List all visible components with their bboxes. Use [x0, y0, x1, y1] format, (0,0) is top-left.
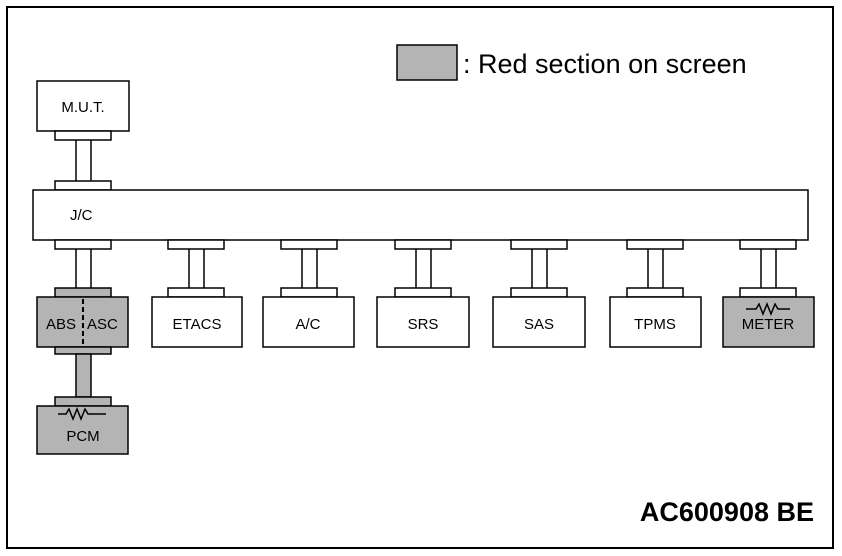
pcm-resistor-icon: [58, 406, 106, 422]
abs-bottom-connector: [54, 346, 112, 355]
tpms-label: TPMS: [634, 316, 676, 333]
abs-top-connector: [54, 287, 112, 298]
meter-top-connector: [739, 287, 797, 298]
tpms-top-connector: [626, 287, 684, 298]
outer-frame: [6, 6, 834, 549]
srs-label: SRS: [408, 316, 439, 333]
srs-box: [376, 296, 470, 348]
mut-label: M.U.T.: [61, 99, 104, 116]
legend-swatch: [396, 44, 458, 81]
sas-top-connector: [510, 287, 568, 298]
legend-text: : Red section on screen: [463, 49, 747, 79]
asc-label: ASC: [87, 316, 118, 333]
pcm-label: PCM: [66, 428, 99, 445]
tpms-box: [609, 296, 702, 348]
etacs-box: [151, 296, 243, 348]
jc-bar: [32, 189, 809, 241]
jc-label: J/C: [70, 207, 93, 224]
mut-box: [36, 80, 130, 132]
abs-pcm-wire: [75, 353, 92, 398]
meter-box: [722, 296, 815, 348]
srs-top-connector: [394, 287, 452, 298]
mut-connector: [54, 130, 112, 141]
ac-box: [262, 296, 355, 348]
jc-connector-srs: [394, 239, 452, 250]
figure-id: AC600908 BE: [640, 497, 814, 527]
jc-connector-ac: [280, 239, 338, 250]
meter-resistor-icon: [746, 301, 790, 317]
abs-label: ABS: [46, 316, 76, 333]
sas-box: [492, 296, 586, 348]
meter-label: METER: [742, 316, 795, 333]
bus-wires: [75, 249, 777, 288]
ac-top-connector: [280, 287, 338, 298]
etacs-top-connector: [167, 287, 225, 298]
pcm-top-connector: [54, 396, 112, 407]
sas-label: SAS: [524, 316, 554, 333]
jc-top-connector: [54, 180, 112, 191]
jc-connector-meter: [739, 239, 797, 250]
jc-connector-abs: [54, 239, 112, 250]
jc-connector-etacs: [167, 239, 225, 250]
ac-label: A/C: [295, 316, 320, 333]
jc-connector-tpms: [626, 239, 684, 250]
etacs-label: ETACS: [173, 316, 222, 333]
jc-connector-sas: [510, 239, 568, 250]
